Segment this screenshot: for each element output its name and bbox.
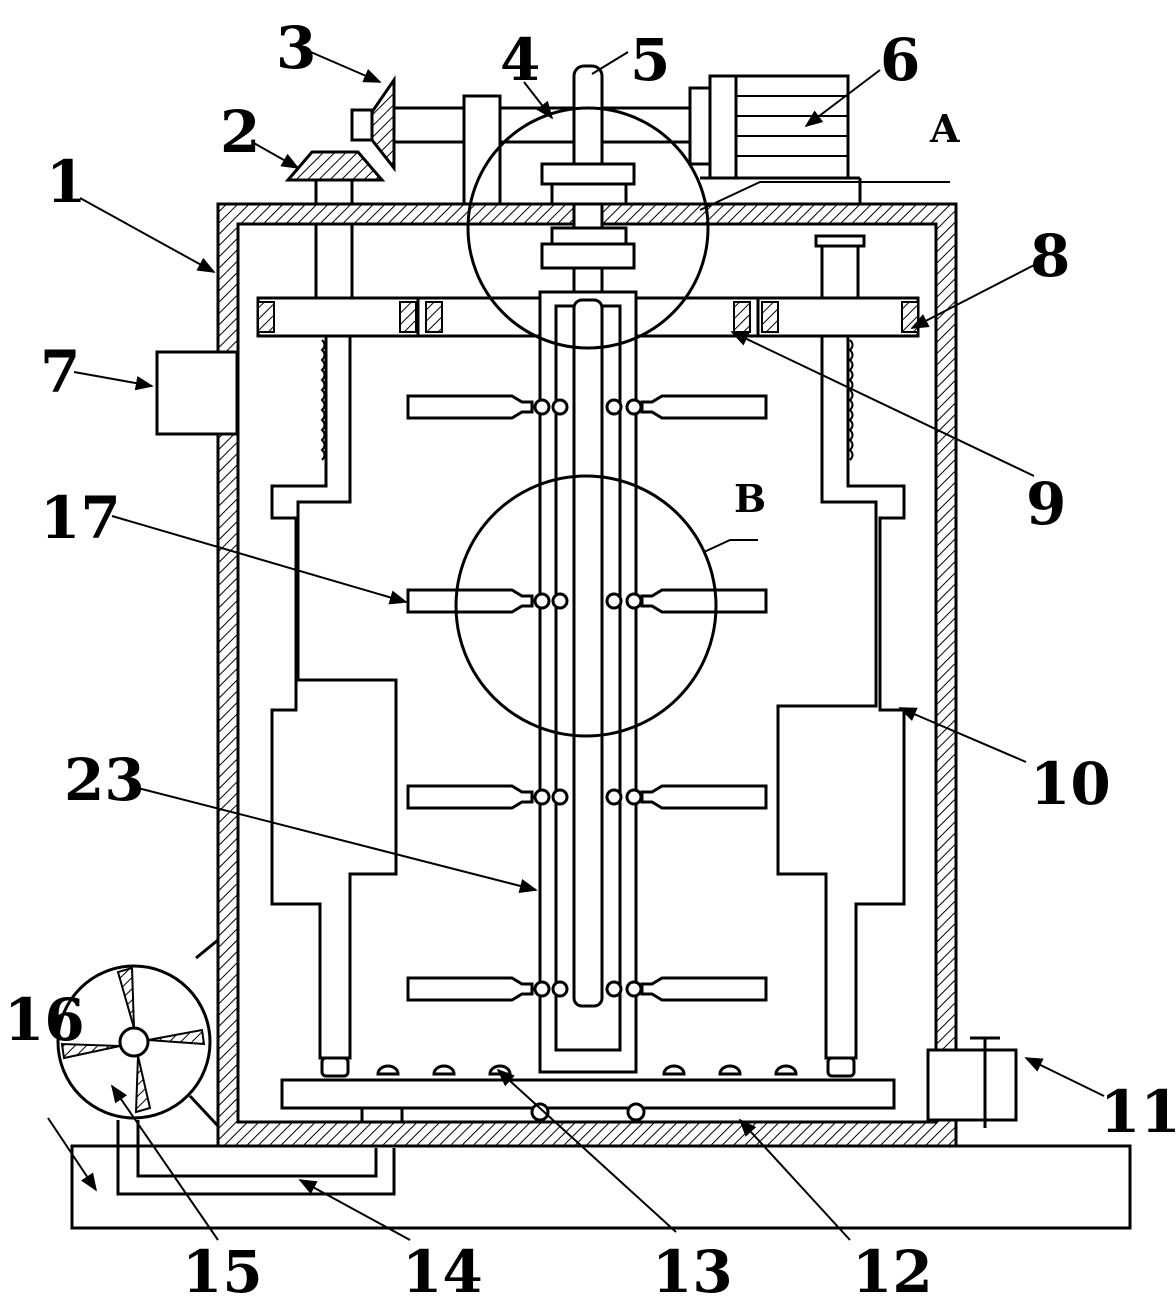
callout-1: 1 <box>46 148 86 216</box>
callout-labels: 1 2 3 4 5 6 A 7 8 9 B 17 10 23 11 16 15 … <box>4 14 1176 1306</box>
liner-right <box>776 336 906 1060</box>
callout-16: 16 <box>4 986 85 1054</box>
motor <box>688 74 862 204</box>
detail-b-label: B <box>734 476 766 521</box>
callout-23: 23 <box>64 746 145 814</box>
detail-circles <box>454 106 950 738</box>
outlet-valve <box>926 1036 1018 1128</box>
side-rods <box>314 222 866 461</box>
callout-12: 12 <box>852 1238 933 1306</box>
callout-9: 9 <box>1026 470 1066 538</box>
control-box <box>155 350 239 436</box>
callout-6: 6 <box>880 26 920 94</box>
callout-13: 13 <box>652 1238 733 1306</box>
callout-8: 8 <box>1030 222 1070 290</box>
blade-row-3 <box>406 784 768 810</box>
callout-17: 17 <box>40 484 121 552</box>
blade-row-4 <box>406 976 768 1002</box>
bottom-plate <box>280 1078 896 1124</box>
callout-10: 10 <box>1030 750 1111 818</box>
blade-row-1 <box>406 394 768 420</box>
fan-assembly <box>56 938 396 1196</box>
callout-15: 15 <box>182 1238 263 1306</box>
callout-5: 5 <box>630 26 670 94</box>
nozzles <box>376 1064 798 1076</box>
liner-left <box>270 336 398 1060</box>
callout-11: 11 <box>1100 1078 1176 1146</box>
base-plate <box>70 1144 1132 1230</box>
liner-feet <box>320 1056 856 1078</box>
callout-14: 14 <box>402 1238 483 1306</box>
central-sleeve <box>538 290 638 1074</box>
blade-row-2 <box>406 588 768 614</box>
callout-2: 2 <box>220 98 260 166</box>
callout-4: 4 <box>500 26 540 94</box>
leader-lines <box>47 49 1105 1241</box>
housing <box>216 202 958 1148</box>
stirring-blades <box>406 394 768 1002</box>
callout-3: 3 <box>276 14 316 82</box>
detail-a-label: A <box>929 106 960 151</box>
callout-7: 7 <box>40 338 80 406</box>
